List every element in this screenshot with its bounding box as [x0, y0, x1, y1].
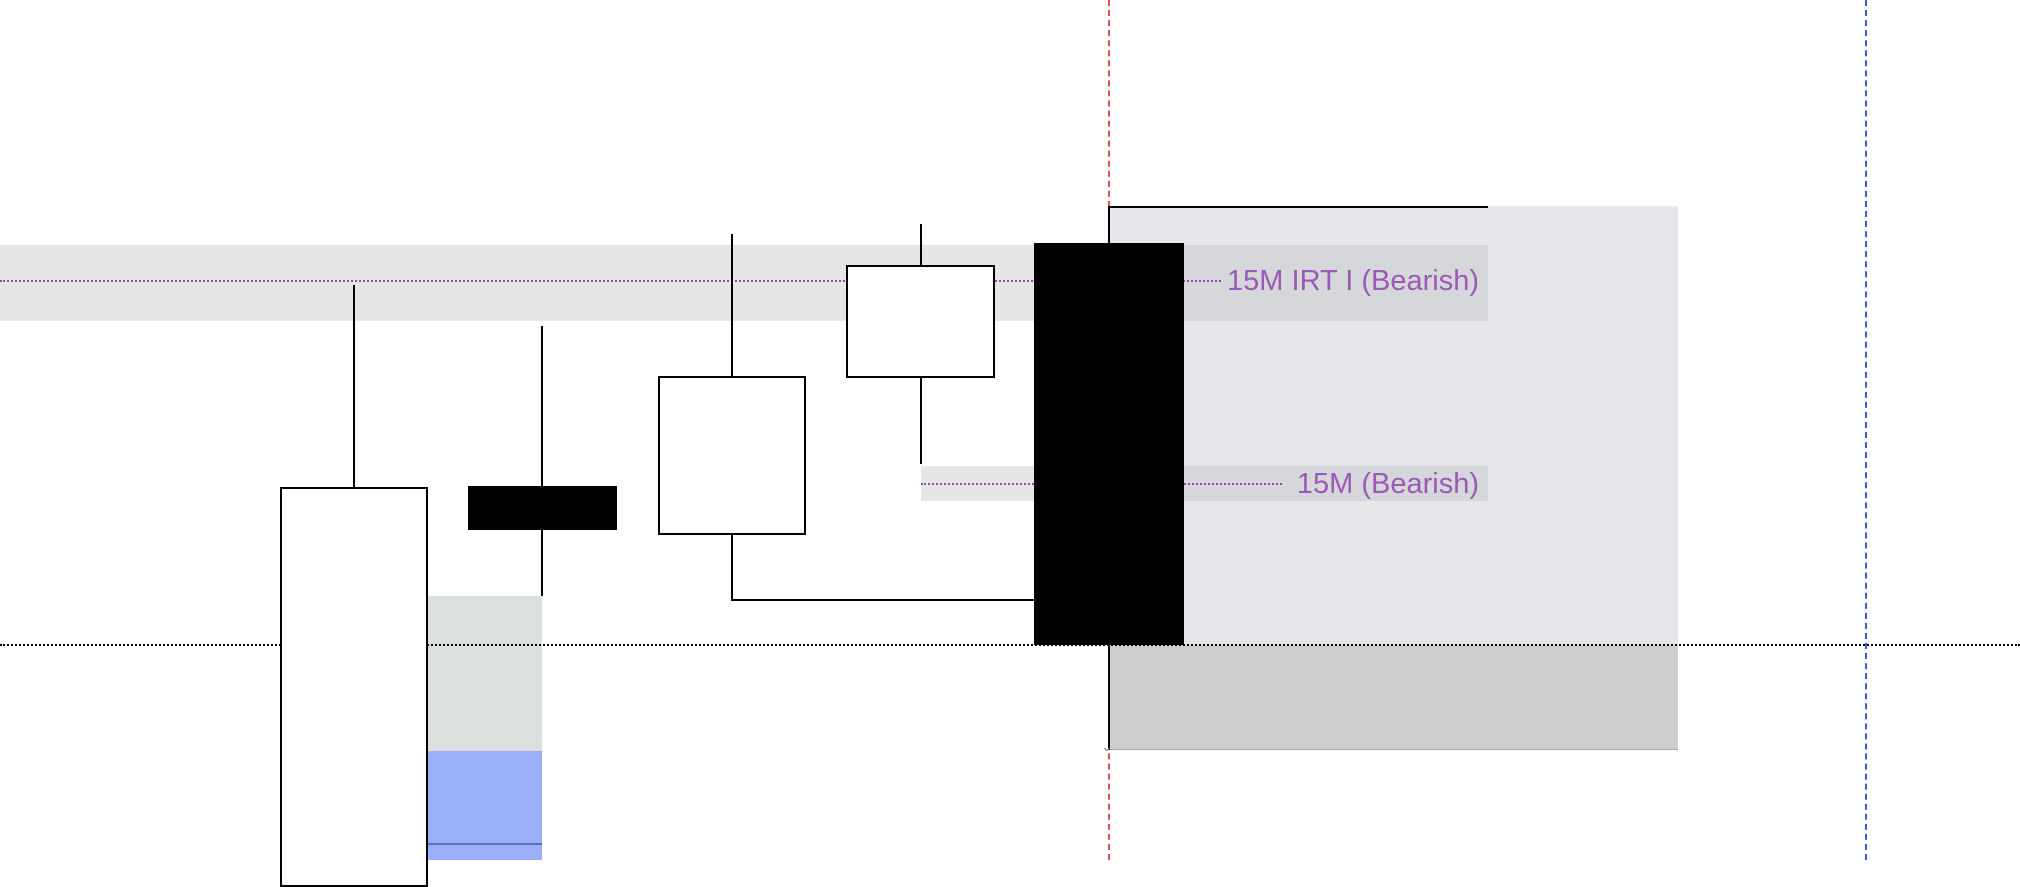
- zone-line-irt: [0, 280, 1221, 282]
- candle-3-connector: [731, 599, 1034, 601]
- candle-2-wick: [541, 326, 543, 596]
- candle-1-wick: [353, 285, 355, 488]
- chevron-down-icon: ⌄: [1101, 738, 1113, 754]
- side-panel-blue: [428, 751, 542, 860]
- zone-label-15m: 15M (Bearish): [1296, 468, 1479, 500]
- side-panel-gray: [428, 596, 542, 751]
- candle-4-body: [846, 265, 995, 378]
- zone-label-irt: 15M IRT I (Bearish): [1227, 265, 1479, 297]
- lower-range-vertical: [1108, 645, 1110, 750]
- candle-1-body: [280, 487, 428, 887]
- candle-2-body: [468, 486, 617, 530]
- top-range-line: [1109, 206, 1488, 208]
- side-panel-line: [428, 843, 542, 845]
- top-range-vertical: [1108, 206, 1110, 246]
- blue-time-marker: [1865, 0, 1867, 860]
- lower-box: [1109, 645, 1678, 750]
- candle-3-body: [658, 376, 806, 535]
- candle-5-body: [1034, 243, 1184, 645]
- price-line: [0, 644, 2020, 646]
